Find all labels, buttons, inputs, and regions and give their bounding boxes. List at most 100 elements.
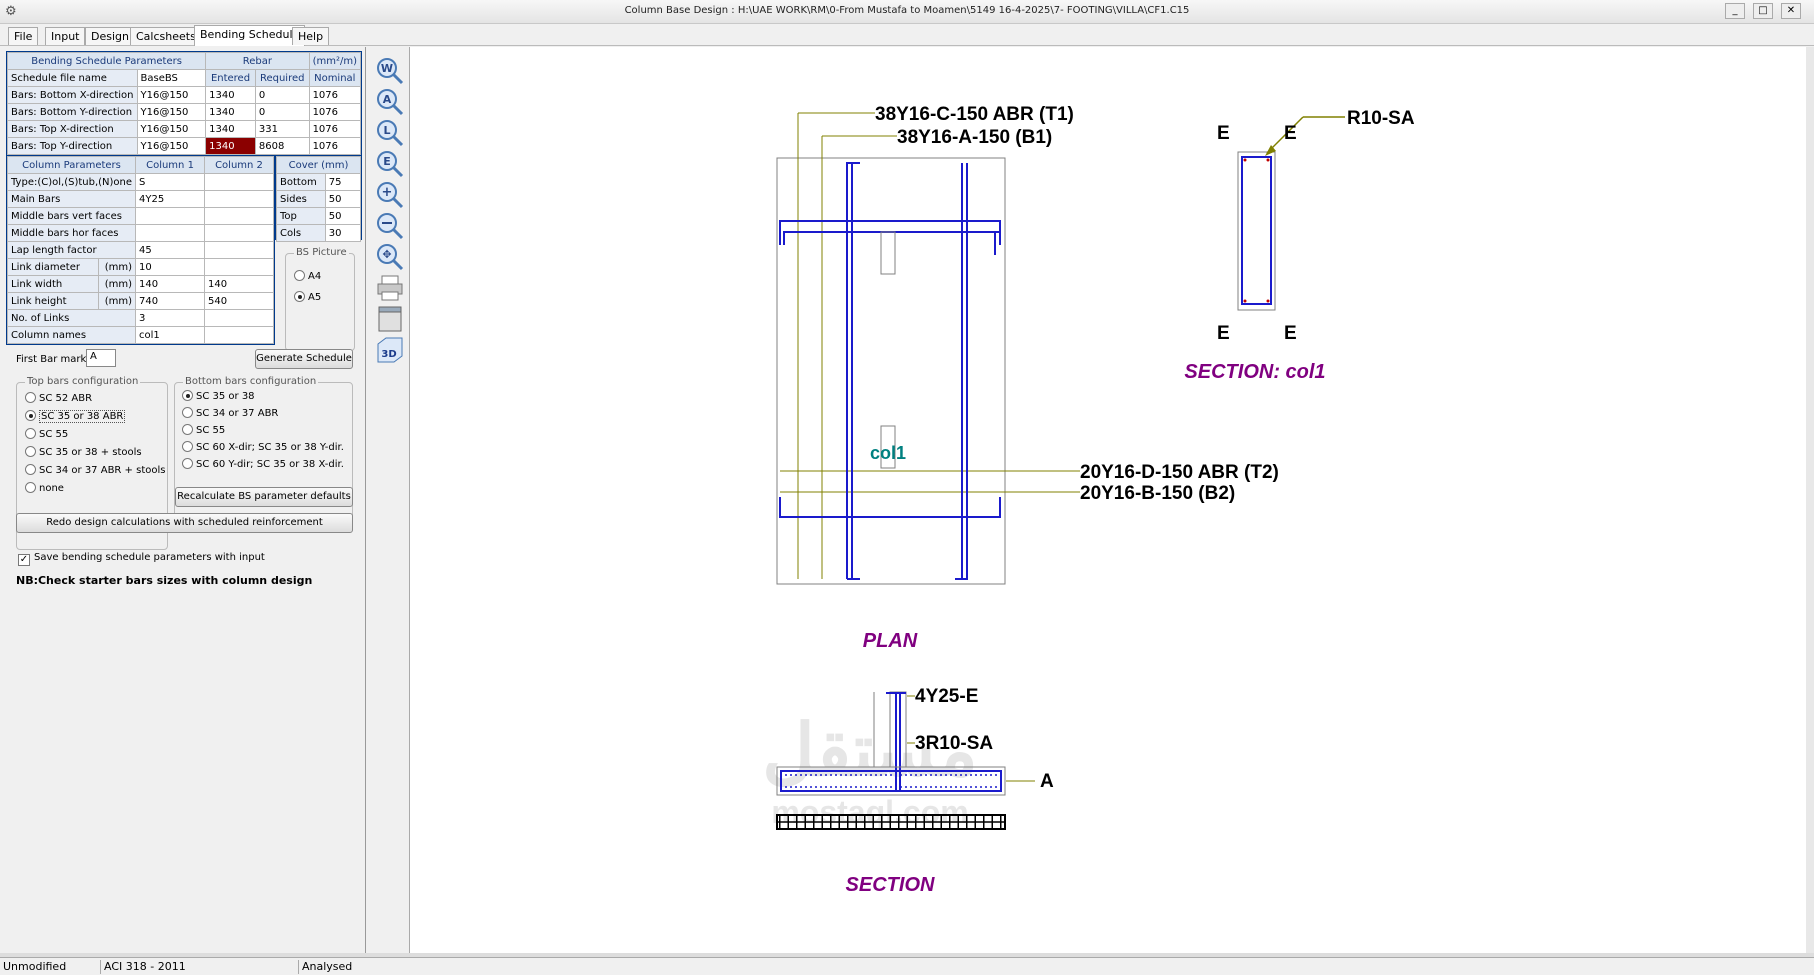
- column-outline-1: [880, 231, 896, 275]
- maximize-button[interactable]: □: [1753, 3, 1773, 19]
- entered-header: Entered: [205, 69, 256, 87]
- watermark-text: mostaql.com: [771, 794, 968, 830]
- entered-cell-insufficient: 1340: [205, 137, 256, 155]
- print-icon[interactable]: [376, 274, 404, 302]
- 3d-view-icon[interactable]: 3D: [376, 336, 404, 364]
- menu-input[interactable]: Input: [45, 27, 86, 45]
- radio-label: SC 60 X-dir; SC 35 or 38 Y-dir.: [196, 442, 344, 453]
- names-col1-cell[interactable]: col1: [135, 326, 206, 344]
- required-header: Required: [254, 69, 310, 87]
- bottom-bars-config-title: Bottom bars configuration: [183, 376, 319, 387]
- type-col1-cell[interactable]: S: [135, 173, 206, 191]
- mid-vert-col2-cell[interactable]: [204, 207, 274, 225]
- top-config-option[interactable]: SC 34 or 37 ABR + stools: [25, 464, 165, 476]
- link-width-col1-cell[interactable]: 140: [135, 275, 206, 293]
- mid-hor-col2-cell[interactable]: [204, 224, 274, 242]
- link-height-col2-cell[interactable]: 540: [204, 292, 274, 310]
- required-cell: 331: [254, 120, 310, 138]
- bs-picture-a5-radio[interactable]: A5: [294, 291, 321, 303]
- horizontal-scrollbar[interactable]: [0, 953, 1814, 957]
- footing-section-view: 4Y25-E 3R10-SA A SECTION: [776, 686, 1054, 896]
- radio-indicator: [25, 482, 36, 493]
- cover-cols-cell[interactable]: 30: [324, 224, 362, 242]
- zoom-last-icon[interactable]: L: [376, 119, 404, 147]
- svg-text:A: A: [383, 93, 392, 106]
- redo-design-button[interactable]: Redo design calculations with scheduled …: [16, 513, 353, 533]
- main-bars-col2-cell[interactable]: [204, 190, 274, 208]
- zoom-all-icon[interactable]: A: [376, 88, 404, 116]
- column-outline-2: [880, 425, 896, 469]
- cover-sides-cell[interactable]: 50: [324, 190, 362, 208]
- recalculate-defaults-button[interactable]: Recalculate BS parameter defaults: [175, 487, 353, 507]
- close-button[interactable]: ✕: [1781, 3, 1801, 19]
- links-col2-cell[interactable]: [204, 309, 274, 327]
- first-bar-mark-input[interactable]: A: [86, 349, 116, 367]
- leader-link: [1266, 116, 1304, 154]
- zoom-in-icon[interactable]: +: [376, 181, 404, 209]
- link-width-col2-cell[interactable]: 140: [204, 275, 274, 293]
- plan-view: col1 38Y16-C-150 ABR (T1) 38Y16-A-150 (B…: [776, 104, 1279, 652]
- bottom-config-option[interactable]: SC 34 or 37 ABR: [182, 407, 278, 419]
- top-config-option[interactable]: SC 52 ABR: [25, 392, 92, 404]
- names-col2-cell[interactable]: [204, 326, 274, 344]
- bar-spec-cell[interactable]: Y16@150: [136, 103, 207, 121]
- rebar-top-hor-2: [783, 231, 1000, 245]
- menu-bending-schedule[interactable]: Bending Schedule: [194, 25, 306, 46]
- cover-top-cell[interactable]: 50: [324, 207, 362, 225]
- column-label: col1: [870, 443, 906, 463]
- page-setup-icon[interactable]: [376, 305, 404, 333]
- radio-label: SC 35 or 38 ABR: [39, 410, 126, 423]
- menu-file[interactable]: File: [8, 27, 39, 45]
- menu-design[interactable]: Design: [85, 27, 135, 45]
- unit-header: (mm²/m): [308, 52, 362, 70]
- top-config-option[interactable]: SC 35 or 38 ABR: [25, 410, 126, 423]
- top-config-option[interactable]: SC 55: [25, 428, 68, 440]
- corner-bar: [1266, 158, 1270, 162]
- save-params-checkbox[interactable]: ✓Save bending schedule parameters with i…: [18, 552, 265, 566]
- zoom-window-icon[interactable]: W: [376, 57, 404, 85]
- checkbox-indicator: ✓: [18, 554, 30, 566]
- corner-bar: [1243, 299, 1247, 303]
- bar-spec-cell[interactable]: Y16@150: [136, 120, 207, 138]
- link-height-col1-cell[interactable]: 740: [135, 292, 206, 310]
- type-col2-cell[interactable]: [204, 173, 274, 191]
- top-config-option[interactable]: SC 35 or 38 + stools: [25, 446, 142, 458]
- bar-label-b1: 38Y16-A-150 (B1): [897, 127, 1052, 148]
- svg-text:3D: 3D: [381, 349, 396, 360]
- menu-help[interactable]: Help: [292, 27, 330, 45]
- mid-vert-col1-cell[interactable]: [135, 207, 206, 225]
- cover-bottom-cell[interactable]: 75: [324, 173, 362, 191]
- bottom-config-option[interactable]: SC 60 Y-dir; SC 35 or 38 X-dir.: [182, 458, 344, 470]
- bs-picture-a4-radio[interactable]: A4: [294, 270, 321, 282]
- minimize-button[interactable]: _: [1725, 3, 1745, 19]
- links-col1-cell[interactable]: 3: [135, 309, 206, 327]
- link-dia-col1-cell[interactable]: 10: [135, 258, 206, 276]
- nominal-cell: 1076: [308, 137, 362, 155]
- generate-schedule-button[interactable]: Generate Schedule: [255, 349, 353, 369]
- mid-hor-col1-cell[interactable]: [135, 224, 206, 242]
- schedule-file-name-cell[interactable]: BaseBS: [136, 69, 207, 87]
- drawing-canvas[interactable]: مستقل mostaql.com col1 38Y16-C-150 ABR (…: [410, 47, 1806, 953]
- bar-spec-cell[interactable]: Y16@150: [136, 86, 207, 104]
- main-bars-col1-cell[interactable]: 4Y25: [135, 190, 206, 208]
- menu-calcsheets[interactable]: Calcsheets: [130, 27, 202, 45]
- bottom-config-option[interactable]: SC 60 X-dir; SC 35 or 38 Y-dir.: [182, 441, 344, 453]
- zoom-extents-icon[interactable]: E: [376, 150, 404, 178]
- row-label: Main Bars: [6, 190, 137, 208]
- top-bars-config-title: Top bars configuration: [25, 376, 141, 387]
- bar-spec-cell[interactable]: Y16@150: [136, 137, 207, 155]
- zoom-out-icon[interactable]: [376, 212, 404, 240]
- bottom-config-option[interactable]: SC 55: [182, 424, 225, 436]
- radio-label: SC 34 or 37 ABR: [196, 408, 279, 419]
- pan-icon[interactable]: ✥: [376, 243, 404, 271]
- lap-col2-cell[interactable]: [204, 241, 274, 259]
- bottom-config-option[interactable]: SC 35 or 38: [182, 390, 255, 402]
- top-config-option[interactable]: none: [25, 482, 64, 494]
- radio-label: SC 35 or 38: [196, 391, 255, 402]
- lap-col1-cell[interactable]: 45: [135, 241, 206, 259]
- vertical-scrollbar[interactable]: [1806, 47, 1814, 953]
- unit-label: (mm): [97, 292, 137, 310]
- link-dia-col2-cell[interactable]: [204, 258, 274, 276]
- svg-text:E: E: [383, 155, 391, 168]
- column-link: [1241, 156, 1272, 305]
